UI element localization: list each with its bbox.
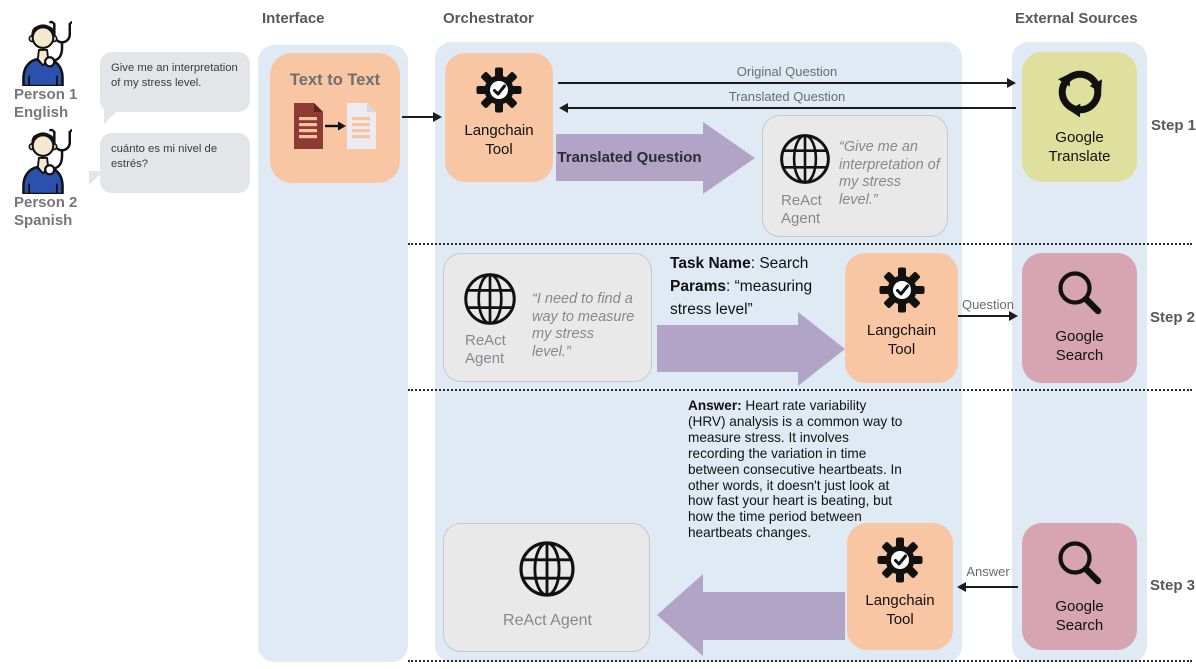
search-magnifier-icon: [1057, 541, 1101, 585]
params-key: Params: [670, 278, 727, 295]
google-search-label-step3: Google Search: [1055, 598, 1104, 634]
google-search-label-step2: Google Search: [1055, 328, 1104, 364]
purple-arrow-body-step2: [657, 325, 798, 372]
person2-bubble-tail: [89, 171, 104, 185]
person2-message: cuánto es mi nivel de estrés?: [111, 143, 218, 170]
translated-question-arrow-label: Translated Question: [728, 89, 846, 104]
langchain-tool-box-step3: Langchain Tool: [847, 523, 953, 650]
react-agent-box-step1: ReAct Agent “Give me an interpretation o…: [762, 115, 948, 237]
text-to-text-box: Text to Text: [270, 53, 400, 183]
answer-key: Answer:: [688, 398, 742, 413]
person2-doctor-icon: [22, 128, 72, 194]
document-transfer-icon: [294, 103, 376, 149]
react-agent-box-step2: ReAct Agent “I need to find a way to mea…: [443, 253, 652, 382]
langchain-tool-box-step1: Langchain Tool: [445, 53, 553, 182]
question-arrow: [958, 310, 1018, 321]
person1-name: Person 1: [14, 86, 78, 103]
google-translate-box: Google Translate: [1022, 52, 1137, 182]
orchestrator-header: Orchestrator: [443, 10, 534, 27]
langchain-tool-label-step3: Langchain Tool: [865, 592, 935, 628]
person2-language: Spanish: [14, 212, 73, 229]
translated-question-purple-arrow: Translated Question: [556, 134, 703, 181]
answer-value: Heart rate variability (HRV) analysis is…: [688, 398, 903, 541]
step2-separator: [408, 389, 1192, 391]
langchain-tool-label-step1: Langchain Tool: [464, 122, 534, 158]
question-arrow-label: Question: [961, 297, 1015, 312]
purple-arrow-head-step1: [703, 122, 755, 194]
gear-check-icon: [877, 537, 923, 583]
task-text-block: Task Name: Search Params: “measuring str…: [670, 252, 832, 321]
step1-separator: [408, 243, 1192, 245]
person2-speech-bubble: cuánto es mi nivel de estrés?: [89, 133, 250, 193]
person1-language: English: [14, 104, 69, 121]
purple-arrow-label-step1: Translated Question: [557, 149, 702, 166]
answer-arrow: [957, 581, 1018, 592]
google-search-box-step2: Google Search: [1022, 253, 1137, 383]
task-name-key: Task Name: [670, 255, 751, 272]
answer-text-block: Answer: Heart rate variability (HRV) ana…: [688, 398, 906, 541]
react-agent-box-step3: ReAct Agent: [443, 523, 650, 652]
step2-label: Step 2: [1150, 309, 1196, 326]
react-agent-quote-step1: “Give me an interpretation of my stress …: [839, 139, 940, 208]
globe-icon: [464, 273, 516, 325]
langchain-tool-label-step2: Langchain Tool: [866, 322, 937, 358]
search-magnifier-icon: [1057, 271, 1101, 315]
external-sources-header: External Sources: [1015, 10, 1138, 27]
react-agent-label-step1: ReAct Agent: [781, 192, 822, 227]
params-value: : “measuring stress level”: [670, 278, 813, 318]
interface-header: Interface: [262, 10, 325, 27]
react-agent-label-step2: ReAct Agent: [465, 332, 506, 367]
translated-question-arrow: [559, 102, 1016, 113]
gear-check-icon: [476, 67, 522, 113]
purple-arrow-body-step3: [702, 592, 845, 640]
step1-label: Step 1: [1151, 117, 1196, 134]
person1-bubble-tail: [104, 108, 120, 124]
text-to-text-label: Text to Text: [289, 71, 381, 89]
answer-arrow-label: Answer: [966, 564, 1010, 579]
gear-check-icon: [879, 267, 924, 313]
globe-icon: [780, 134, 830, 184]
purple-arrow-head-step3: [657, 574, 703, 656]
step3-separator: [408, 660, 1192, 662]
google-translate-label: Google Translate: [1048, 129, 1111, 165]
translate-sync-icon: [1057, 70, 1102, 118]
google-search-box-step3: Google Search: [1022, 523, 1137, 650]
globe-icon: [519, 541, 575, 597]
person1-doctor-icon: [22, 20, 72, 86]
task-name-value: : Search: [750, 255, 809, 272]
step3-label: Step 3: [1150, 577, 1196, 594]
person1-message: Give me an interpretation of my stress l…: [111, 62, 238, 89]
person1-speech-bubble: Give me an interpretation of my stress l…: [100, 52, 250, 124]
purple-arrow-head-step2: [798, 312, 845, 386]
person2-name: Person 2: [14, 194, 78, 211]
original-question-arrow: [558, 77, 1016, 88]
react-agent-label-step3: ReAct Agent: [503, 612, 592, 629]
interface-to-orchestrator-arrow: [402, 111, 442, 122]
react-agent-quote-step2: “I need to find a way to measure my stre…: [532, 291, 635, 360]
langchain-tool-box-step2: Langchain Tool: [845, 253, 958, 383]
original-question-arrow-label: Original Question: [736, 64, 838, 79]
